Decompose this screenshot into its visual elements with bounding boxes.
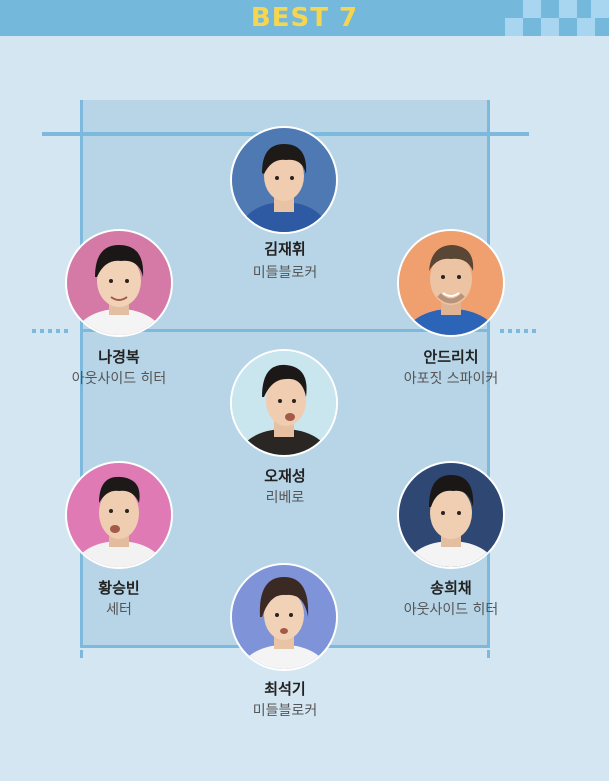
person-photo-icon bbox=[67, 231, 171, 335]
player-position-kim-jae-hwi: 미들블로커 bbox=[252, 265, 318, 281]
person-photo-icon bbox=[399, 463, 503, 567]
player-position-song-hui-chae: 아웃사이드 히터 bbox=[403, 602, 499, 618]
court-dotted-line-left bbox=[32, 329, 72, 333]
checker-decoration bbox=[505, 0, 609, 36]
player-photo-andrich bbox=[397, 229, 505, 337]
player-name-na-gyeong-bok: 나경복 bbox=[98, 348, 140, 366]
player-position-andrich: 아포짓 스파이커 bbox=[403, 371, 499, 387]
player-name-oh-jae-seong: 오재성 bbox=[264, 467, 306, 485]
player-name-andrich: 안드리치 bbox=[423, 348, 479, 366]
page-title: BEST 7 bbox=[250, 3, 359, 33]
player-name-kim-jae-hwi: 김재휘 bbox=[264, 240, 306, 258]
person-photo-icon bbox=[232, 565, 336, 669]
player-photo-choi-seok-gi bbox=[230, 563, 338, 671]
player-name-hwang-seung-bin: 황승빈 bbox=[98, 579, 140, 597]
player-photo-na-gyeong-bok bbox=[65, 229, 173, 337]
player-position-choi-seok-gi: 미들블로커 bbox=[252, 703, 318, 719]
player-name-choi-seok-gi: 최석기 bbox=[264, 680, 306, 698]
person-photo-icon bbox=[399, 231, 503, 335]
player-photo-oh-jae-seong bbox=[230, 349, 338, 457]
person-photo-icon bbox=[232, 351, 336, 455]
player-photo-kim-jae-hwi bbox=[230, 126, 338, 234]
person-photo-icon bbox=[232, 128, 336, 232]
person-photo-icon bbox=[67, 463, 171, 567]
player-position-na-gyeong-bok: 아웃사이드 히터 bbox=[71, 371, 167, 387]
court-attack-line bbox=[80, 329, 490, 332]
player-name-song-hui-chae: 송희채 bbox=[430, 579, 472, 597]
court-dotted-line-right bbox=[500, 329, 540, 333]
court-tick-right bbox=[487, 650, 490, 658]
court-tick-left bbox=[80, 650, 83, 658]
player-photo-hwang-seung-bin bbox=[65, 461, 173, 569]
player-position-hwang-seung-bin: 세터 bbox=[106, 602, 132, 618]
player-photo-song-hui-chae bbox=[397, 461, 505, 569]
player-position-oh-jae-seong: 리베로 bbox=[265, 490, 305, 506]
